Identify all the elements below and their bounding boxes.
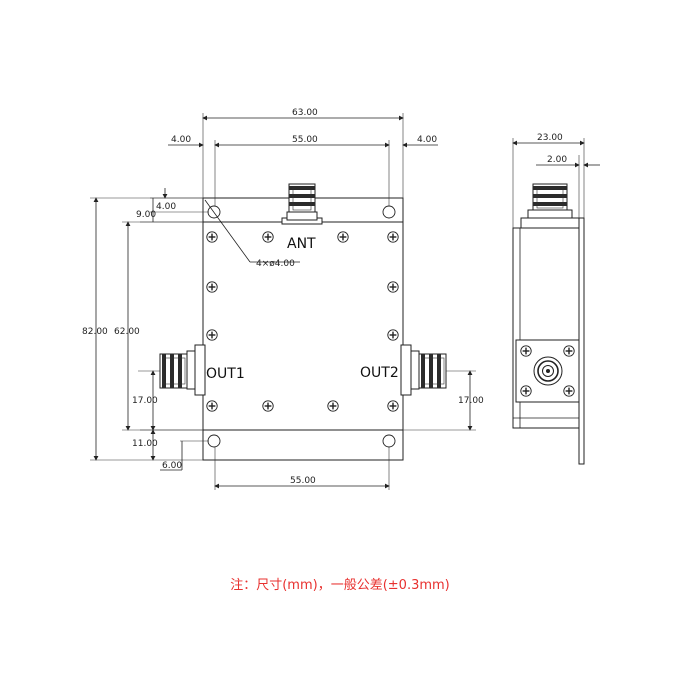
out1-label: OUT1 xyxy=(206,366,245,382)
out2-connector xyxy=(400,344,447,396)
dim-bottom-hole-offset: 6.00 xyxy=(162,461,182,471)
tolerance-note: 注：尺寸(mm)，一般公差(±0.3mm) xyxy=(230,578,450,593)
side-dimensions: 23.00 2.00 xyxy=(512,133,600,228)
out2-label: OUT2 xyxy=(360,365,399,381)
dim-out1-height: 17.00 xyxy=(132,396,158,406)
dim-hole-offset-top: 4.00 xyxy=(156,202,176,212)
out1-connector xyxy=(159,344,206,396)
housing-body xyxy=(202,221,404,431)
side-view xyxy=(512,183,585,465)
dim-body-height: 62.00 xyxy=(114,327,140,337)
dim-side-offset: 2.00 xyxy=(547,155,567,165)
mounting-hole-br xyxy=(382,434,396,448)
mounting-hole-tr xyxy=(382,205,396,219)
front-dimensions: 63.00 55.00 4.00 4.00 4.00 9.00 4×ø4.00 … xyxy=(82,108,484,490)
dim-overall-width: 63.00 xyxy=(292,108,318,118)
ant-connector xyxy=(281,183,323,225)
ant-label: ANT xyxy=(287,236,316,252)
dim-overall-height: 82.00 xyxy=(82,327,108,337)
dim-top-offset: 9.00 xyxy=(136,210,156,220)
dim-side-width: 23.00 xyxy=(537,133,563,143)
dim-edge-left: 4.00 xyxy=(171,135,191,145)
dim-edge-right: 4.00 xyxy=(417,135,437,145)
dim-inner-width: 55.00 xyxy=(292,135,318,145)
mounting-hole-bl xyxy=(207,434,221,448)
dim-hole-callout: 4×ø4.00 xyxy=(256,259,295,269)
front-view: ANT OUT1 OUT2 xyxy=(159,183,447,461)
dim-bottom-width: 55.00 xyxy=(290,476,316,486)
dim-bottom-offset: 11.00 xyxy=(132,439,158,449)
dim-out2-height: 17.00 xyxy=(458,396,484,406)
